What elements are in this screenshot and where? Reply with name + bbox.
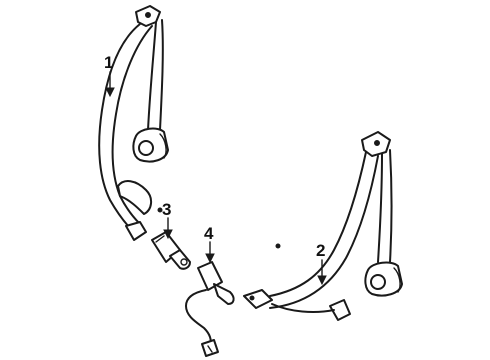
front-belt-webbing-right bbox=[159, 19, 164, 131]
switch-buckle-bracket bbox=[213, 283, 235, 305]
rear-seat-belt-assembly bbox=[243, 131, 403, 321]
switch-buckle-body bbox=[197, 261, 223, 291]
front-seat-belt-assembly bbox=[98, 5, 169, 241]
front-belt-webbing-left bbox=[147, 21, 157, 131]
front-retractor-housing-detail bbox=[159, 133, 167, 159]
front-anchor-bolt bbox=[145, 12, 151, 18]
callout-labels: 1 2 3 4 bbox=[104, 53, 325, 260]
rear-retractor-housing-detail bbox=[393, 267, 401, 293]
rear-belt-webbing-left bbox=[377, 153, 383, 263]
rear-belt-lower-strap bbox=[271, 303, 335, 313]
switch-wire-harness bbox=[185, 289, 212, 347]
front-buckle-stalk bbox=[169, 249, 191, 270]
connector-pin bbox=[207, 345, 213, 353]
callout-1-label: 1 bbox=[104, 53, 113, 72]
front-belt-bolt bbox=[157, 207, 163, 213]
front-belt-strap-inner bbox=[111, 25, 153, 225]
rear-belt-webbing-right bbox=[389, 149, 393, 263]
front-belt-lap-anchor bbox=[117, 180, 152, 215]
front-buckle-release bbox=[155, 235, 165, 243]
front-retractor-spool bbox=[138, 140, 154, 156]
rear-belt-bolt bbox=[249, 295, 255, 301]
callout-4-arrow bbox=[205, 253, 215, 264]
rear-belt-strap-outer bbox=[269, 151, 367, 297]
callout-4-label: 4 bbox=[204, 224, 214, 243]
rear-belt-strap-inner bbox=[269, 155, 379, 309]
buckle-with-switch-assembly bbox=[185, 261, 235, 357]
rear-anchor-bolt bbox=[374, 140, 380, 146]
callout-1-arrow bbox=[105, 87, 115, 98]
front-belt-tongue bbox=[125, 221, 147, 241]
callout-2-arrow bbox=[317, 275, 327, 286]
callout-3-label: 3 bbox=[162, 200, 171, 219]
front-buckle-assembly bbox=[151, 231, 191, 270]
rear-retractor-spool bbox=[370, 274, 386, 290]
callout-2-label: 2 bbox=[316, 241, 325, 260]
front-buckle-mount-hole bbox=[180, 258, 188, 266]
rear-belt-tongue bbox=[243, 289, 273, 309]
front-belt-strap-outer bbox=[98, 23, 141, 231]
callout-3-arrow bbox=[163, 229, 173, 240]
callout-leaders bbox=[105, 71, 327, 286]
rear-belt-mount-bolt bbox=[275, 243, 281, 249]
rear-belt-lower-anchor bbox=[329, 299, 351, 321]
